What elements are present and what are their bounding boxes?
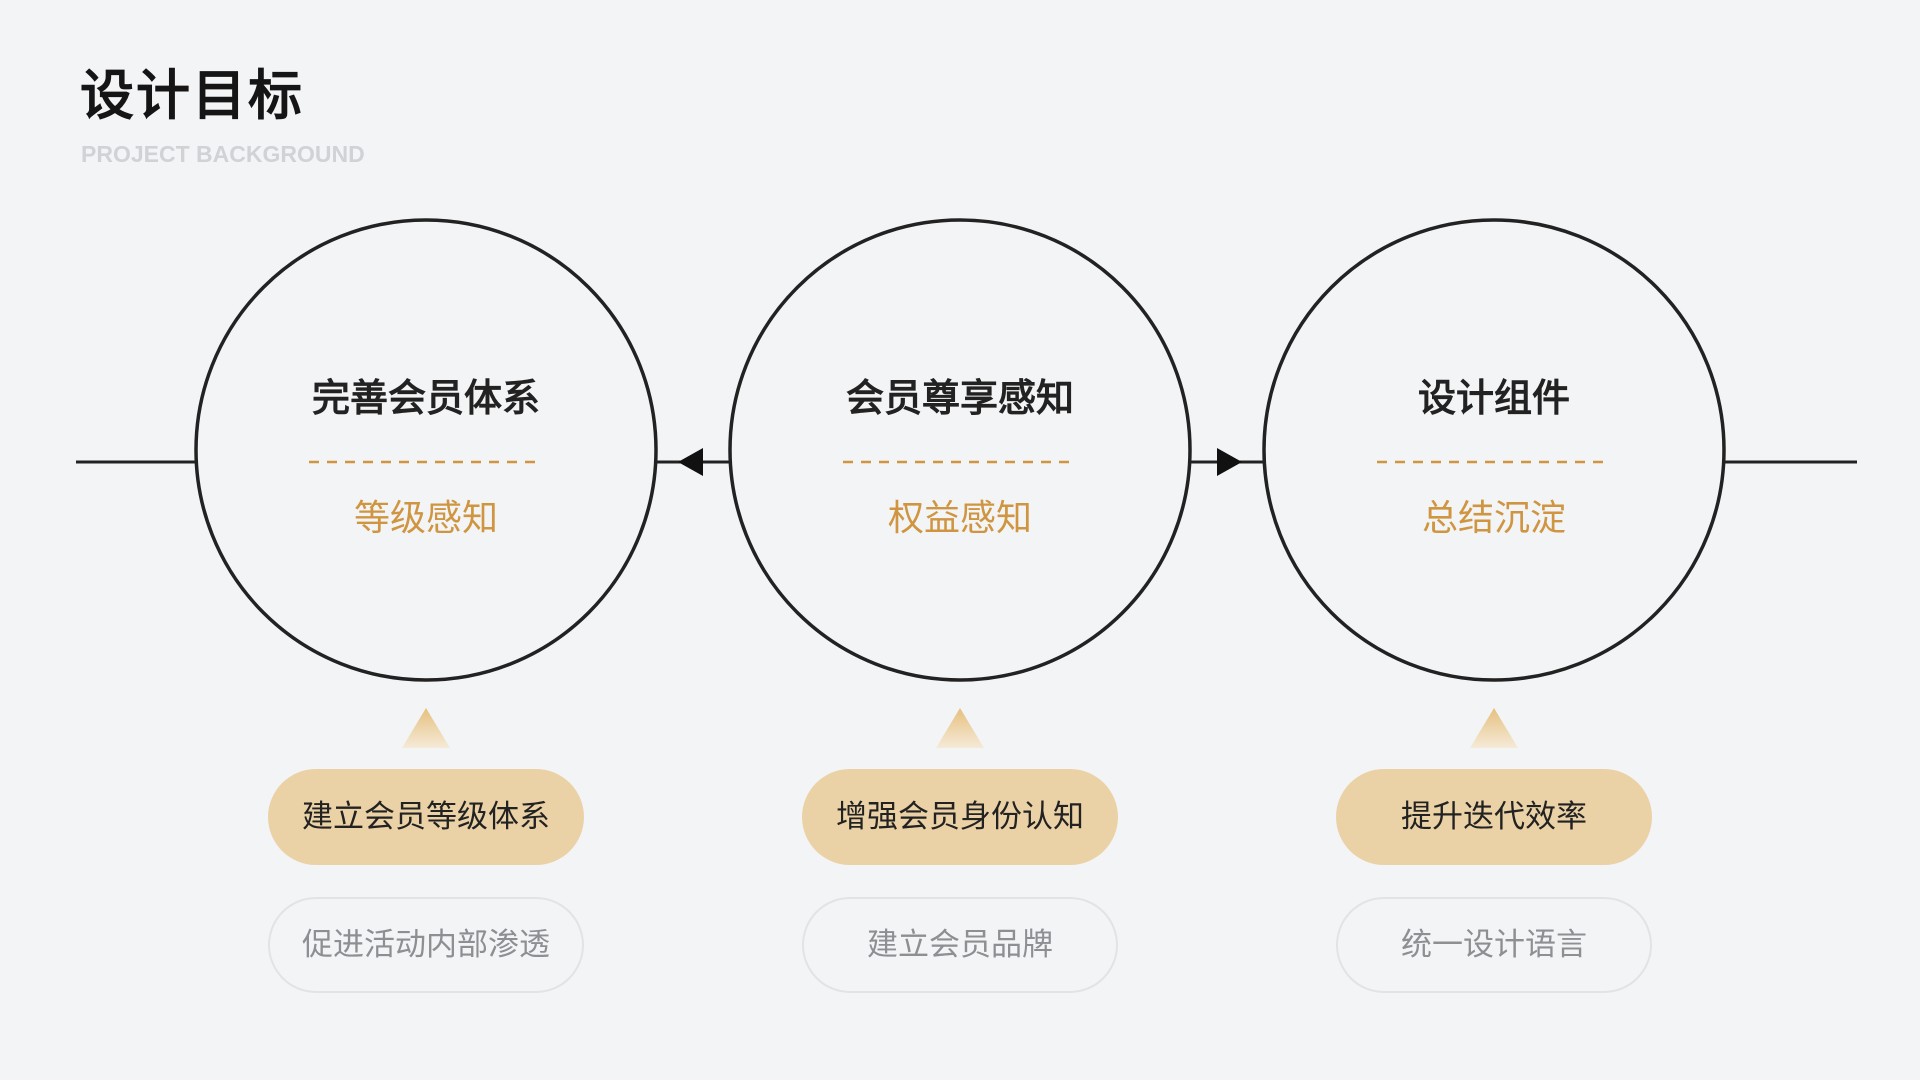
secondary-goal-pill: 统一设计语言 <box>1336 897 1652 993</box>
stage-circle <box>1262 218 1726 682</box>
arrow-right-icon <box>1217 448 1242 476</box>
secondary-goal-pill: 建立会员品牌 <box>802 897 1118 993</box>
arrow-left-icon <box>678 448 703 476</box>
stage-subtitle: 等级感知 <box>353 498 498 539</box>
pointer-triangle-icon <box>402 708 450 748</box>
pointer-triangle-icon <box>1470 708 1518 748</box>
page-title: 设计目标 <box>80 64 304 127</box>
stage-node-1 <box>194 218 658 748</box>
stage-title: 完善会员体系 <box>311 376 540 420</box>
stage-node-3 <box>1262 218 1726 748</box>
stage-node-2 <box>728 218 1192 748</box>
stage-subtitle: 总结沉淀 <box>1421 498 1566 539</box>
page-subtitle: PROJECT BACKGROUND <box>81 141 365 167</box>
stage-circle <box>194 218 658 682</box>
stage-title: 会员尊享感知 <box>845 376 1074 420</box>
primary-goal-pill: 提升迭代效率 <box>1336 769 1652 865</box>
stage-title: 设计组件 <box>1417 376 1570 420</box>
primary-goal-pill: 增强会员身份认知 <box>802 769 1118 865</box>
stage-subtitle: 权益感知 <box>887 498 1032 539</box>
secondary-goal-pill: 促进活动内部渗透 <box>268 897 584 993</box>
primary-goal-pill: 建立会员等级体系 <box>268 769 584 865</box>
stage-circle <box>728 218 1192 682</box>
pointer-triangle-icon <box>936 708 984 748</box>
